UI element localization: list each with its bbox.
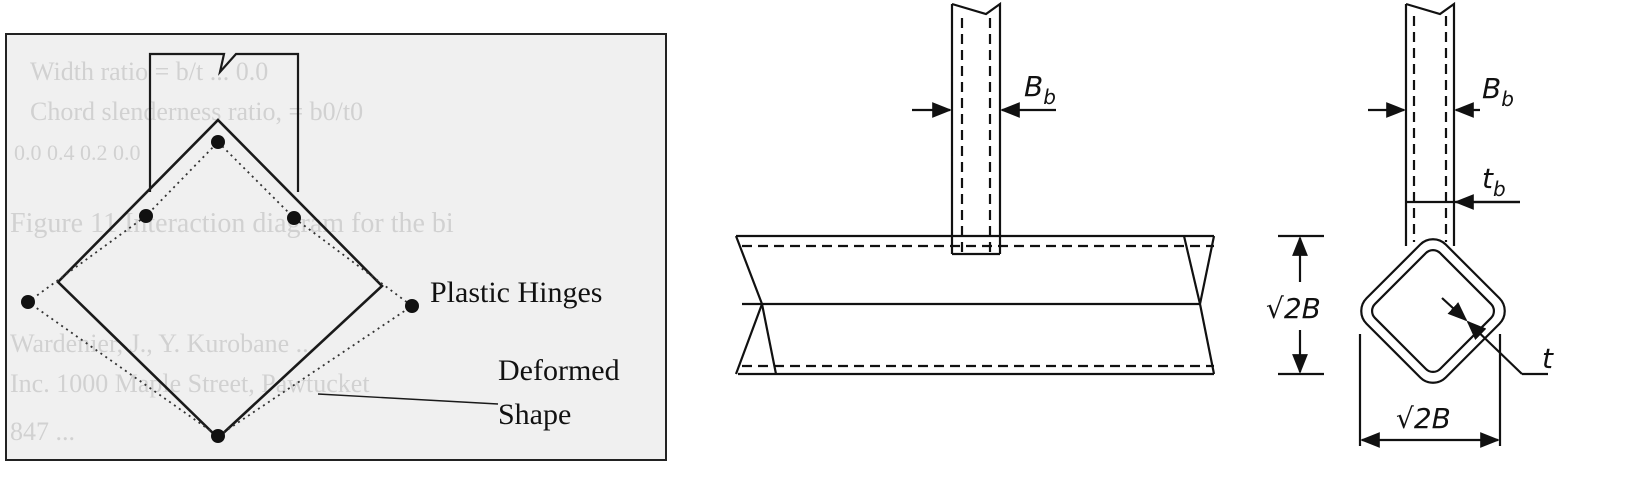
deformed-shape-leader bbox=[317, 393, 499, 405]
bleed-through-text: Width ratio = b/t ... 0.0 Chord slendern… bbox=[10, 57, 454, 446]
plastic-hinge-figure: Width ratio = b/t ... 0.0 Chord slendern… bbox=[0, 0, 700, 486]
brace-end-view bbox=[1404, 1, 1456, 246]
chord-height-dimension bbox=[1278, 234, 1324, 376]
hinge-point-right bbox=[405, 299, 419, 313]
shape-label: Shape bbox=[498, 398, 571, 431]
bleed-text-5: Wardenier, J., Y. Kurobane ... bbox=[10, 329, 315, 358]
joint-geometry-figure: Bb Bb tb t √2B √2B bbox=[700, 0, 1628, 486]
deformed-label: Deformed bbox=[498, 354, 620, 387]
scan-frame bbox=[5, 33, 667, 461]
bleed-text-7: 847 ... bbox=[10, 417, 75, 446]
plastic-hinges-label: Plastic Hinges bbox=[430, 276, 603, 309]
chord-cross-section bbox=[1360, 238, 1506, 384]
bleed-text-2: Chord slenderness ratio, = b0/t0 bbox=[30, 97, 363, 126]
bleed-text-4: Figure 11 Interaction diagram for the bi bbox=[10, 208, 454, 239]
chord-height-label: √2B bbox=[1266, 292, 1321, 325]
joint-geometry-drawing: Bb Bb tb t √2B √2B bbox=[734, 1, 1554, 448]
hinge-point-top bbox=[211, 135, 225, 149]
bleed-text-3: 0.0 0.4 0.2 0.0 bbox=[14, 140, 141, 165]
hinge-point-upper-left bbox=[139, 209, 153, 223]
chord-thickness-label: t bbox=[1542, 342, 1554, 375]
hinge-point-bottom bbox=[211, 429, 225, 443]
plastic-hinge-diagram: Width ratio = b/t ... 0.0 Chord slendern… bbox=[5, 33, 667, 461]
brace-stub bbox=[148, 52, 300, 192]
chord-width-dimension bbox=[1358, 334, 1502, 448]
brace-width-label-side: Bb bbox=[1024, 70, 1056, 109]
brace-side-view bbox=[950, 1, 1002, 256]
hinge-point-upper-right bbox=[287, 211, 301, 225]
brace-thickness-label: tb bbox=[1482, 162, 1506, 201]
bleed-text-6: Inc. 1000 Maple Street, Pawtucket bbox=[10, 369, 370, 398]
brace-width-label-end: Bb bbox=[1482, 72, 1514, 111]
chord-width-label: √2B bbox=[1396, 402, 1451, 435]
chord-side-view bbox=[734, 234, 1216, 376]
hinge-point-left bbox=[21, 295, 35, 309]
chord-thickness-leader bbox=[1441, 297, 1548, 376]
plastic-hinge-points bbox=[21, 135, 419, 443]
